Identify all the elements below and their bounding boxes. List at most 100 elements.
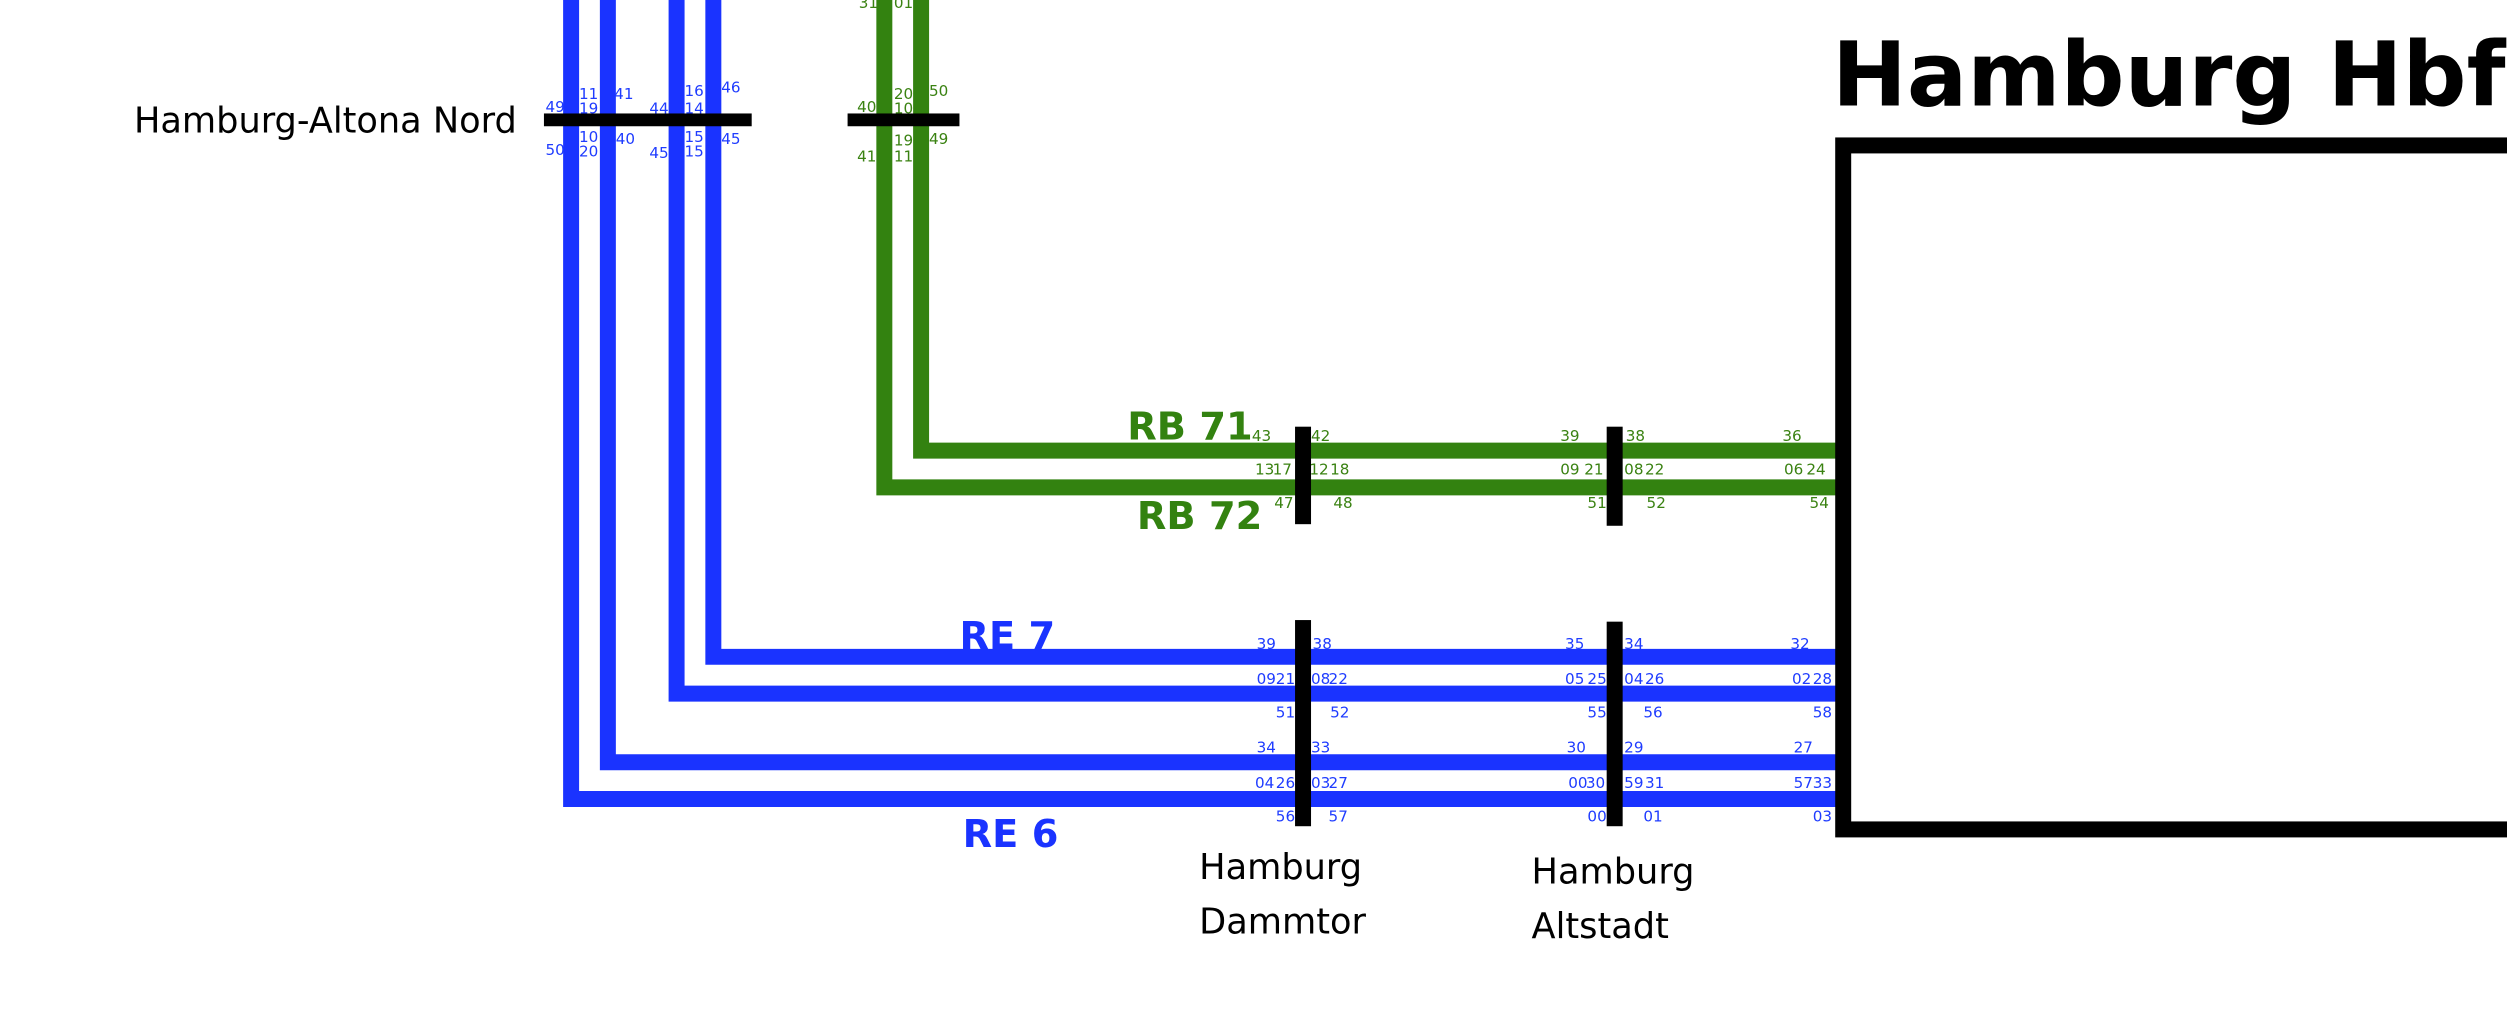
departure-minute-dammtor-blue: 56 bbox=[1276, 807, 1295, 825]
departure-minute-altona-blue: 14 bbox=[685, 99, 704, 117]
departure-minute-altona-blue: 41 bbox=[614, 85, 633, 103]
departure-minute-altona-blue: 19 bbox=[579, 99, 598, 117]
departure-minute-altstadt-blue: 30 bbox=[1586, 774, 1605, 792]
hbf-station-box bbox=[1835, 137, 2507, 838]
departure-minute-altona-green: 19 bbox=[894, 131, 913, 149]
re7-line-b bbox=[668, 0, 1839, 702]
departure-minute-dammtor-blue: 26 bbox=[1276, 774, 1295, 792]
altstadt-bar-blue bbox=[1606, 621, 1623, 827]
departure-minute-dammtor-green: 12 bbox=[1309, 461, 1328, 479]
departure-minute-altona-blue: 15 bbox=[685, 128, 704, 146]
departure-minute-altona-green: 11 bbox=[894, 147, 913, 165]
re6-line-a bbox=[599, 0, 1839, 771]
rb71-line bbox=[913, 0, 1839, 459]
departure-minute-altstadt-green: 22 bbox=[1645, 461, 1664, 479]
departure-minute-altstadt-blue: 29 bbox=[1624, 739, 1643, 757]
rb72-label: RB 72 bbox=[1137, 494, 1262, 539]
departure-minute-hbf-green: 36 bbox=[1782, 427, 1801, 445]
departure-minute-dammtor-blue: 08 bbox=[1311, 670, 1330, 688]
departure-minute-altstadt-green: 08 bbox=[1624, 461, 1643, 479]
departure-minute-altona-green: 31 bbox=[859, 0, 878, 12]
departure-minute-hbf-blue: 27 bbox=[1794, 739, 1813, 757]
departure-minute-altstadt-green: 39 bbox=[1560, 427, 1579, 445]
departure-minute-hbf-blue: 28 bbox=[1813, 670, 1832, 688]
rb72-line bbox=[876, 0, 1839, 496]
altona-bar-green bbox=[847, 113, 960, 127]
departure-minute-altstadt-blue: 00 bbox=[1587, 807, 1606, 825]
departure-minute-altona-green: 20 bbox=[894, 85, 913, 103]
departure-minute-dammtor-blue: 39 bbox=[1257, 635, 1276, 653]
altstadt-bar-green bbox=[1606, 426, 1623, 526]
departure-minute-altstadt-blue: 34 bbox=[1624, 635, 1643, 653]
departure-minute-altstadt-blue: 35 bbox=[1565, 635, 1584, 653]
departure-minute-dammtor-blue: 04 bbox=[1255, 774, 1274, 792]
departure-minute-altona-blue: 46 bbox=[721, 79, 740, 97]
departure-minute-dammtor-green: 13 bbox=[1255, 461, 1274, 479]
departure-minute-dammtor-blue: 21 bbox=[1276, 670, 1295, 688]
departure-minute-altstadt-green: 38 bbox=[1626, 427, 1645, 445]
dammtor-name-line1: Hamburg bbox=[1199, 847, 1362, 888]
departure-minute-altstadt-blue: 55 bbox=[1587, 704, 1606, 722]
departure-minute-altona-blue: 40 bbox=[616, 130, 635, 148]
dammtor-name-line2: Dammtor bbox=[1199, 901, 1366, 942]
departure-minute-altona-blue: 20 bbox=[579, 143, 598, 161]
departure-minute-altstadt-blue: 01 bbox=[1643, 807, 1662, 825]
departure-minute-altona-green: 01 bbox=[894, 0, 913, 12]
rb71-label: RB 71 bbox=[1127, 404, 1252, 449]
hbf-station-name: Hamburg Hbf bbox=[1832, 23, 2507, 127]
departure-minute-dammtor-green: 18 bbox=[1330, 461, 1349, 479]
departure-minute-altona-green: 49 bbox=[929, 130, 948, 148]
departure-minute-altona-blue: 11 bbox=[579, 85, 598, 103]
departure-minute-altona-blue: 45 bbox=[649, 144, 668, 162]
altona-station-name: Hamburg-Altona Nord bbox=[134, 101, 517, 142]
altona-bar-blue bbox=[543, 113, 752, 127]
departure-minute-hbf-blue: 58 bbox=[1813, 704, 1832, 722]
departure-minute-altona-blue: 49 bbox=[545, 98, 564, 116]
departure-minute-altstadt-blue: 04 bbox=[1624, 670, 1643, 688]
altstadt-name-line1: Hamburg bbox=[1532, 852, 1695, 893]
departure-minute-hbf-blue: 02 bbox=[1792, 670, 1811, 688]
departure-minute-altstadt-blue: 26 bbox=[1645, 670, 1664, 688]
departure-minute-hbf-blue: 32 bbox=[1790, 635, 1809, 653]
departure-minute-altstadt-blue: 56 bbox=[1643, 704, 1662, 722]
departure-minute-dammtor-blue: 27 bbox=[1329, 774, 1348, 792]
departure-minute-dammtor-green: 48 bbox=[1333, 494, 1352, 512]
departure-minute-altona-blue: 44 bbox=[649, 99, 668, 117]
departure-minute-altstadt-blue: 05 bbox=[1565, 670, 1584, 688]
departure-minute-altona-blue: 10 bbox=[579, 128, 598, 146]
departure-minute-altona-blue: 16 bbox=[685, 82, 704, 100]
departure-minute-hbf-blue: 03 bbox=[1813, 807, 1832, 825]
departure-minute-dammtor-blue: 52 bbox=[1330, 704, 1349, 722]
departure-minute-altona-blue: 50 bbox=[545, 141, 564, 159]
departure-minute-dammtor-blue: 38 bbox=[1313, 635, 1332, 653]
departure-minute-altstadt-blue: 30 bbox=[1567, 739, 1586, 757]
departure-minute-altstadt-green: 51 bbox=[1587, 494, 1606, 512]
departure-minute-altstadt-green: 09 bbox=[1560, 461, 1579, 479]
departure-minute-altstadt-green: 21 bbox=[1584, 461, 1603, 479]
departure-minute-altona-green: 40 bbox=[857, 98, 876, 116]
departure-minute-altona-blue: 45 bbox=[721, 130, 740, 148]
departure-minute-altona-green: 41 bbox=[857, 147, 876, 165]
re6-label: RE 6 bbox=[963, 812, 1059, 857]
departure-minute-altona-blue: 15 bbox=[685, 143, 704, 161]
altstadt-name-line2: Altstadt bbox=[1532, 906, 1669, 947]
departure-minute-hbf-green: 06 bbox=[1784, 461, 1803, 479]
departure-minute-altstadt-green: 52 bbox=[1647, 494, 1666, 512]
departure-minute-hbf-blue: 33 bbox=[1813, 774, 1832, 792]
dammtor-bar-blue bbox=[1295, 620, 1312, 827]
departure-minute-hbf-blue: 57 bbox=[1794, 774, 1813, 792]
departure-minute-altstadt-blue: 59 bbox=[1624, 774, 1643, 792]
departure-minute-dammtor-blue: 33 bbox=[1311, 739, 1330, 757]
re7-line-a bbox=[705, 0, 1839, 665]
departure-minute-altona-green: 10 bbox=[894, 99, 913, 117]
re6-line-b bbox=[563, 0, 1839, 808]
departure-minute-altstadt-blue: 00 bbox=[1568, 774, 1587, 792]
departure-minute-dammtor-green: 43 bbox=[1252, 427, 1271, 445]
dammtor-bar-green bbox=[1295, 426, 1312, 525]
departure-minute-dammtor-blue: 51 bbox=[1276, 704, 1295, 722]
departure-minute-altstadt-blue: 31 bbox=[1645, 774, 1664, 792]
departure-minute-hbf-green: 24 bbox=[1806, 461, 1825, 479]
departure-minute-altstadt-blue: 25 bbox=[1587, 670, 1606, 688]
